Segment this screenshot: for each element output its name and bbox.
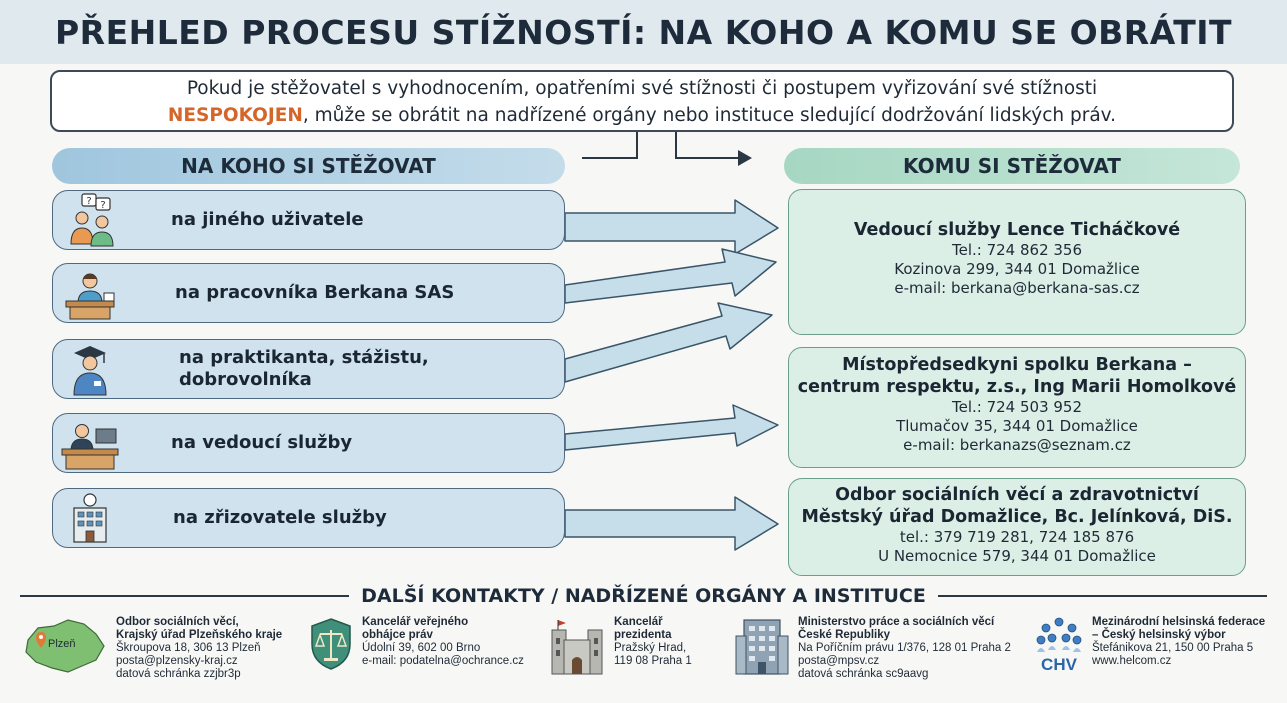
arrow-row5 xyxy=(564,496,779,551)
building-icon xyxy=(53,488,127,548)
contact-box-municipal-name-1: Odbor sociálních věcí a zdravotnictví xyxy=(835,485,1199,505)
contact-plzen-email: posta@plzensky-kraj.cz xyxy=(116,655,238,667)
contact-ombudsman-text: Kancelář veřejného obhájce práv Údolní 3… xyxy=(362,616,524,676)
more-contacts-heading: DALŠÍ KONTAKTY / NADŘÍZENÉ ORGÁNY A INST… xyxy=(20,582,1267,610)
users-question-icon: ? ? xyxy=(53,190,127,250)
contact-president: Kancelář prezidenta Pražský Hrad, 119 08… xyxy=(548,616,692,680)
contact-ombudsman: Kancelář veřejného obhájce práv Údolní 3… xyxy=(308,616,524,676)
contact-ombudsman-title-2: obhájce práv xyxy=(362,629,433,641)
svg-text:?: ? xyxy=(100,200,105,211)
contact-ministry: Ministerstvo práce a sociálních věcí Čes… xyxy=(734,616,1011,681)
who-label-user: na jiného uživatele xyxy=(171,209,364,230)
graduate-icon xyxy=(53,339,127,399)
arrow-row2 xyxy=(564,248,777,304)
more-contacts-title: DALŠÍ KONTAKTY / NADŘÍZENÉ ORGÁNY A INST… xyxy=(361,585,926,607)
contact-box-manager: Vedoucí služby Lence Ticháčkové Tel.: 72… xyxy=(788,189,1246,335)
who-row-user: ? ? na jiného uživatele xyxy=(52,190,565,250)
contact-president-addr-1: Pražský Hrad, xyxy=(614,642,687,654)
chv-people-icon: CHV xyxy=(1034,616,1084,680)
plzen-region-map-icon: Plzeň xyxy=(22,616,108,681)
title-bar: PŘEHLED PROCESU STÍŽNOSTÍ: NA KOHO A KOM… xyxy=(0,0,1287,64)
contact-box-association-addr: Tlumačov 35, 344 01 Domažlice xyxy=(896,417,1138,435)
contact-box-association-tel: Tel.: 724 503 952 xyxy=(951,398,1083,416)
intro-line-2: NESPOKOJEN, může se obrátit na nadřízené… xyxy=(52,102,1232,129)
more-rule-left xyxy=(20,595,350,597)
contact-box-municipal-tel: tel.: 379 719 281, 724 185 876 xyxy=(899,528,1135,546)
contact-box-association-name-1: Místopředsedkyni spolku Berkana – xyxy=(842,355,1192,375)
contact-ministry-addr: Na Poříčním právu 1/376, 128 01 Praha 2 xyxy=(798,642,1011,654)
who-label-manager: na vedoucí služby xyxy=(171,432,353,453)
intro-connector-left xyxy=(582,132,638,159)
header-who: NA KOHO SI STĚŽOVAT xyxy=(52,148,565,184)
who-row-intern: na praktikanta, stážistu, dobrovolníka xyxy=(52,339,565,399)
who-label-intern: na praktikanta, stážistu, dobrovolníka xyxy=(127,347,429,391)
contact-ministry-email: posta@mpsv.cz xyxy=(798,655,880,667)
who-label-worker: na pracovníka Berkana SAS xyxy=(175,282,455,303)
contact-helsinki-title-2: – Český helsinský výbor xyxy=(1092,629,1226,641)
contact-plzen-text: Odbor sociálních věcí, Krajský úřad Plze… xyxy=(116,616,282,681)
intro-connector-arrowhead xyxy=(738,150,752,166)
contact-ministry-title-2: České Republiky xyxy=(798,629,891,641)
contact-plzen: Plzeň Odbor sociálních věcí, Krajský úřa… xyxy=(22,616,282,681)
contact-box-association-email: e-mail: berkanazs@seznam.cz xyxy=(903,436,1131,454)
contact-ombudsman-email: e-mail: podatelna@ochrance.cz xyxy=(362,655,524,667)
contact-president-title-2: prezidenta xyxy=(614,629,672,641)
contact-helsinki-addr: Štefánikova 21, 150 00 Praha 5 xyxy=(1092,642,1254,654)
ministry-building-icon xyxy=(734,616,790,681)
contact-plzen-databox: datová schránka zzjbr3p xyxy=(116,668,241,680)
who-label-intern-l2: dobrovolníka xyxy=(179,369,312,390)
arrow-row3 xyxy=(564,302,773,383)
intro-highlight: NESPOKOJEN xyxy=(167,105,303,126)
map-label: Plzeň xyxy=(48,638,76,650)
contact-ombudsman-title-1: Kancelář veřejného xyxy=(362,616,469,628)
contact-ombudsman-addr: Údolní 39, 602 00 Brno xyxy=(362,642,481,654)
contact-box-municipal-name-2: Městský úřad Domažlice, Bc. Jelínková, D… xyxy=(801,507,1233,527)
contact-box-manager-email: e-mail: berkana@berkana-sas.cz xyxy=(894,279,1140,297)
contact-box-manager-addr: Kozinova 299, 344 01 Domažlice xyxy=(894,260,1140,278)
arrow-row4 xyxy=(564,404,779,451)
who-row-manager: na vedoucí služby xyxy=(52,413,565,473)
contact-plzen-title-1: Odbor sociálních věcí, xyxy=(116,616,239,628)
chv-logo-text: CHV xyxy=(1041,655,1078,674)
arrow-row1 xyxy=(564,199,779,255)
scales-shield-icon xyxy=(308,616,354,676)
worker-desk-icon xyxy=(53,263,127,323)
contact-box-municipal: Odbor sociálních věcí a zdravotnictví Mě… xyxy=(788,478,1246,576)
intro-line-2-rest: , může se obrátit na nadřízené orgány ne… xyxy=(302,105,1117,126)
more-rule-right xyxy=(937,595,1267,597)
contact-president-title-1: Kancelář xyxy=(614,616,663,628)
contact-plzen-addr: Škroupova 18, 306 13 Plzeň xyxy=(116,642,261,654)
contact-helsinki: CHV Mezinárodní helsinská federace – Čes… xyxy=(1034,616,1265,680)
contact-helsinki-text: Mezinárodní helsinská federace – Český h… xyxy=(1092,616,1265,680)
contact-president-addr-2: 119 08 Praha 1 xyxy=(614,655,692,667)
who-label-intern-l1: na praktikanta, stážistu, xyxy=(179,347,429,368)
who-label-founder: na zřizovatele služby xyxy=(173,507,387,528)
intro-connector-right xyxy=(675,132,740,159)
contact-box-association: Místopředsedkyni spolku Berkana – centru… xyxy=(788,347,1246,468)
contact-helsinki-title-1: Mezinárodní helsinská federace xyxy=(1092,616,1266,628)
contact-ministry-title-1: Ministerstvo práce a sociálních věcí xyxy=(798,616,995,628)
castle-icon xyxy=(548,616,606,680)
contact-box-manager-tel: Tel.: 724 862 356 xyxy=(951,241,1083,259)
who-row-worker: na pracovníka Berkana SAS xyxy=(52,263,565,323)
who-row-founder: na zřizovatele služby xyxy=(52,488,565,548)
intro-line-1: Pokud je stěžovatel s vyhodnocením, opat… xyxy=(186,78,1098,99)
contact-box-manager-name: Vedoucí služby Lence Ticháčkové xyxy=(853,220,1181,240)
contact-plzen-title-2: Krajský úřad Plzeňského kraje xyxy=(116,629,283,641)
header-whom: KOMU SI STĚŽOVAT xyxy=(784,148,1240,184)
contact-helsinki-web: www.helcom.cz xyxy=(1092,655,1172,667)
svg-text:?: ? xyxy=(86,196,91,207)
manager-desk-icon xyxy=(53,413,127,473)
contact-president-text: Kancelář prezidenta Pražský Hrad, 119 08… xyxy=(614,616,692,680)
page-title: PŘEHLED PROCESU STÍŽNOSTÍ: NA KOHO A KOM… xyxy=(54,12,1232,52)
contact-ministry-text: Ministerstvo práce a sociálních věcí Čes… xyxy=(798,616,1011,681)
contact-box-association-name-2: centrum respektu, z.s., Ing Marii Homolk… xyxy=(797,377,1237,397)
intro-box: Pokud je stěžovatel s vyhodnocením, opat… xyxy=(50,70,1234,132)
contact-box-municipal-addr: U Nemocnice 579, 344 01 Domažlice xyxy=(878,547,1156,565)
contact-ministry-databox: datová schránka sc9aavg xyxy=(798,668,929,680)
